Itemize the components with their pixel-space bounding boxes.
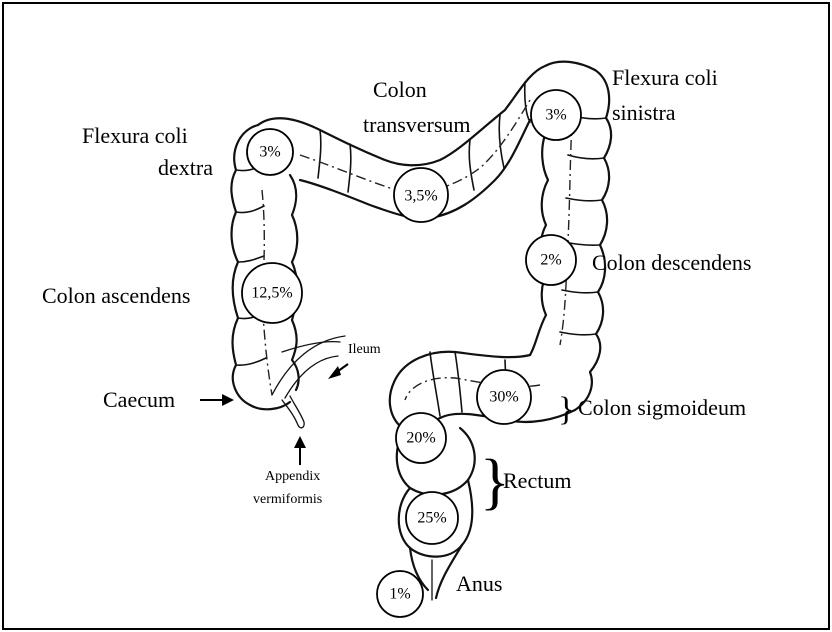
label-rectum: Rectum xyxy=(503,468,571,493)
label-appendix-line2: vermiformis xyxy=(253,492,322,507)
marker-colon-descendens: 2% xyxy=(526,235,576,285)
arrow-ileum xyxy=(328,364,348,379)
marker-value: 30% xyxy=(489,389,518,406)
marker-value: 3% xyxy=(545,107,566,124)
label-colon-descendens: Colon descendens xyxy=(592,250,751,275)
marker-colon-sigmoideum: 30% xyxy=(477,370,531,424)
marker-value: 25% xyxy=(417,510,446,527)
label-flexura-sinistra-line1: Flexura coli xyxy=(612,65,718,90)
marker-colon-transversum: 3,5% xyxy=(394,168,448,222)
label-colon-transversum-line2: transversum xyxy=(363,112,471,137)
marker-rectum-lower: 25% xyxy=(406,492,458,544)
arrow-appendix xyxy=(294,436,306,465)
descending-colon-haustra xyxy=(560,115,606,335)
anatomy-labels: Flexura coli dextra Colon transversum Fl… xyxy=(42,65,751,596)
marker-flexura-dextra: 3% xyxy=(247,129,293,175)
label-colon-transversum-line1: Colon xyxy=(373,77,427,102)
marker-rectum-upper: 20% xyxy=(396,413,446,463)
marker-colon-ascendens: 12,5% xyxy=(242,263,302,323)
label-appendix-line1: Appendix xyxy=(265,469,320,484)
pointer-arrows xyxy=(200,364,348,465)
descending-colon-taenia xyxy=(560,120,572,345)
marker-value: 1% xyxy=(389,586,410,603)
label-colon-ascendens: Colon ascendens xyxy=(42,283,190,308)
brace-sigmoid: } xyxy=(558,391,574,428)
marker-anus: 1% xyxy=(377,571,423,617)
ileum-line xyxy=(282,342,340,352)
label-anus: Anus xyxy=(456,571,502,596)
marker-value: 20% xyxy=(406,430,435,447)
marker-value: 3,5% xyxy=(404,188,437,205)
appendix-shape xyxy=(282,396,304,428)
label-ileum: Ileum xyxy=(348,342,381,357)
label-flexura-sinistra-line2: sinistra xyxy=(612,100,676,125)
label-colon-sigmoideum: Colon sigmoideum xyxy=(578,395,746,420)
marker-value: 2% xyxy=(540,252,561,269)
marker-value: 3% xyxy=(259,144,280,161)
label-caecum: Caecum xyxy=(103,387,175,412)
label-flexura-dextra-line1: Flexura coli xyxy=(82,123,188,148)
label-flexura-dextra-line2: dextra xyxy=(158,155,213,180)
arrow-caecum xyxy=(200,394,234,406)
marker-flexura-sinistra: 3% xyxy=(531,90,581,140)
marker-value: 12,5% xyxy=(251,285,292,302)
